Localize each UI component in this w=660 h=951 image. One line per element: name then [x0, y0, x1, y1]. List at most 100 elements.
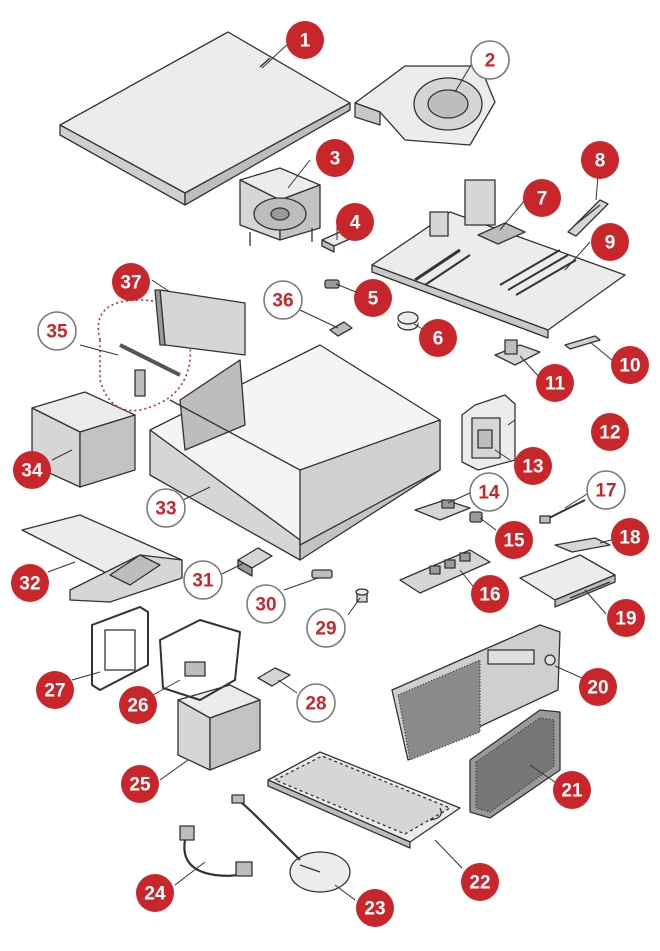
callout-14: 14 — [469, 472, 509, 512]
callout-circle — [119, 686, 157, 724]
callout-circle — [354, 279, 392, 317]
callout-19: 19 — [607, 599, 645, 637]
leader-lines — [47, 41, 619, 901]
callout-number: 33 — [155, 499, 176, 520]
callout-circle — [121, 765, 159, 803]
callout-number: 10 — [619, 356, 640, 377]
callout-number: 11 — [545, 374, 566, 395]
callout-number: 2 — [485, 51, 496, 72]
front-bezel-part — [391, 624, 561, 761]
callout-number: 14 — [478, 483, 500, 504]
callout-number: 21 — [561, 781, 583, 802]
callout-circle — [37, 311, 77, 351]
drive-cage-part — [461, 394, 516, 471]
callout-circle — [419, 319, 457, 357]
callout-number: 5 — [368, 289, 379, 310]
callout-circle — [336, 203, 374, 241]
system-board-part — [371, 179, 626, 339]
callout-31: 31 — [183, 560, 223, 600]
small-board-part — [414, 499, 471, 521]
callout-circle — [471, 575, 509, 613]
expansion-card-part — [154, 289, 246, 356]
callout-circle — [579, 668, 617, 706]
callout-number: 3 — [330, 149, 341, 170]
callout-37: 37 — [112, 263, 150, 301]
callout-number: 7 — [537, 189, 548, 210]
callout-number: 1 — [300, 31, 311, 52]
hard-drive-part — [177, 684, 261, 771]
callout-5: 5 — [354, 279, 392, 317]
callout-30: 30 — [246, 584, 286, 624]
callout-22: 22 — [461, 863, 499, 901]
latch-part — [257, 667, 291, 687]
callout-circle — [469, 472, 509, 512]
callout-number: 30 — [255, 595, 276, 616]
callout-3: 3 — [316, 139, 354, 177]
callout-number: 32 — [19, 574, 40, 595]
callout-number: 18 — [619, 528, 640, 549]
callout-layer: 1234567891011121314151617181920212223242… — [11, 21, 649, 927]
callout-number: 16 — [479, 585, 500, 606]
callout-33: 33 — [146, 488, 186, 528]
bracket-part — [494, 339, 541, 366]
callout-34: 34 — [13, 451, 51, 489]
wifi-antenna-part — [97, 299, 192, 412]
callout-27: 27 — [36, 671, 74, 709]
callout-13: 13 — [514, 447, 552, 485]
coin-battery-part — [397, 311, 419, 331]
callout-25: 25 — [121, 765, 159, 803]
callout-4: 4 — [336, 203, 374, 241]
dust-filter-part — [469, 709, 561, 819]
callout-circle — [36, 671, 74, 709]
callout-circle — [13, 451, 51, 489]
callout-circle — [591, 413, 629, 451]
callout-26: 26 — [119, 686, 157, 724]
callout-number: 28 — [305, 694, 326, 715]
callout-2: 2 — [470, 40, 510, 80]
callout-17: 17 — [586, 470, 626, 510]
callout-21: 21 — [553, 771, 591, 809]
vertical-stand-part — [21, 514, 183, 603]
callout-number: 6 — [433, 329, 444, 350]
bracket-clip-part — [329, 321, 353, 337]
keyboard-part — [267, 751, 461, 849]
callout-number: 27 — [44, 681, 65, 702]
callout-7: 7 — [523, 179, 561, 217]
m2-module-part — [564, 335, 601, 350]
callout-number: 12 — [599, 423, 620, 444]
callout-circle — [356, 889, 394, 927]
callout-circle — [470, 40, 510, 80]
optical-drive-bracket-part — [554, 537, 611, 553]
air-baffle-part — [354, 65, 496, 146]
callout-circle — [263, 280, 303, 320]
callout-8: 8 — [581, 141, 619, 179]
computer-cover-part — [59, 31, 351, 206]
callout-number: 31 — [192, 571, 214, 592]
mouse-part — [231, 794, 351, 893]
callout-circle — [112, 263, 150, 301]
callout-circle — [246, 584, 286, 624]
callout-circle — [11, 564, 49, 602]
callout-36: 36 — [263, 280, 303, 320]
callout-number: 36 — [272, 291, 293, 312]
callout-16: 16 — [471, 575, 509, 613]
callout-number: 20 — [587, 678, 608, 699]
callout-1: 1 — [286, 21, 324, 59]
callout-number: 34 — [21, 461, 43, 482]
drive-bracket-part — [159, 619, 241, 701]
callout-number: 25 — [129, 775, 151, 796]
callout-number: 19 — [615, 609, 636, 630]
callout-number: 23 — [364, 899, 385, 920]
callout-18: 18 — [611, 518, 649, 556]
callout-circle — [316, 139, 354, 177]
small-clip-part — [324, 279, 340, 289]
callout-29: 29 — [306, 608, 346, 648]
callout-circle — [183, 560, 223, 600]
callout-number: 9 — [605, 233, 616, 254]
callout-number: 4 — [350, 213, 361, 234]
callout-circle — [611, 518, 649, 556]
callout-circle — [581, 141, 619, 179]
callout-9: 9 — [591, 223, 629, 261]
callout-number: 13 — [522, 457, 543, 478]
